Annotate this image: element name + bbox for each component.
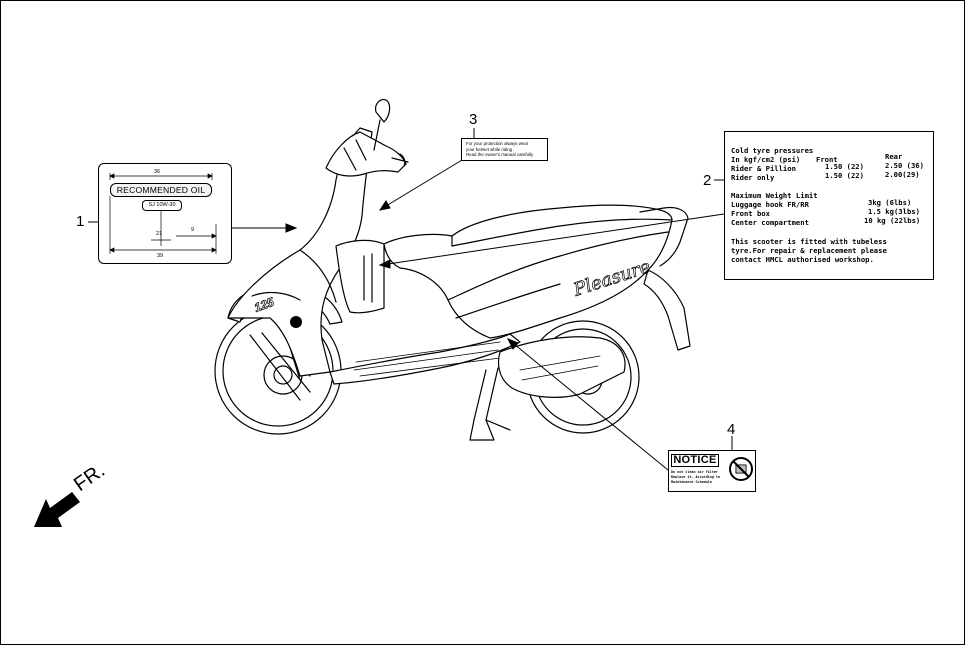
callout-4: 4: [727, 421, 736, 438]
weight-row-label: Front box: [731, 209, 770, 218]
helmet-label: For your protection always wear your hel…: [461, 138, 548, 161]
weight-title: Maximum Weight Limit: [731, 191, 818, 200]
oil-label-dimension-lines: [109, 173, 217, 254]
notice-line: Replace it, According to: [671, 475, 720, 479]
weight-row-value: 10 kg (22lbs): [864, 216, 921, 225]
weight-row-value: 3kg (6lbs): [868, 198, 912, 207]
tyre-pressure-label: Cold tyre pressures In kgf/cm2 (psi) Fro…: [724, 131, 934, 280]
reflector: [290, 316, 302, 328]
dim-offset-a: 21: [156, 231, 163, 237]
tyre-col-front: Front: [816, 155, 838, 164]
weight-row-value: 1.5 kg(3lbs): [868, 207, 920, 216]
engine-cover: [497, 336, 626, 398]
helmet-label-line: your helmet while riding: [466, 146, 513, 152]
tyre-col-rear: Rear: [885, 152, 903, 161]
dim-width-top: 36: [154, 169, 161, 175]
oil-grade: SJ 10W-30: [142, 200, 182, 211]
notice-heading: NOTICE: [671, 454, 719, 467]
handlebar-cover: [325, 131, 407, 177]
weight-row-label: Luggage hook FR/RR: [731, 200, 809, 209]
tyre-row-label: Rider only: [731, 173, 775, 182]
tyre-row-label: Rider & Pillion: [731, 164, 796, 173]
callout-1: 1: [76, 213, 85, 230]
no-cleaning-icon: [729, 457, 753, 481]
recommended-oil-banner: RECOMMENDED OIL: [110, 183, 212, 197]
mirror: [373, 99, 391, 151]
tyre-title: Cold tyre pressures: [731, 146, 814, 155]
notice-line: Do not clean air filter: [671, 470, 718, 474]
tubeless-note-line: tyre.For repair & replacement please: [731, 246, 887, 255]
tyre-row-rear: 2.00(29): [885, 170, 920, 179]
notice-text: Do not clean air filter Replace it, Acco…: [671, 470, 729, 485]
dim-width-bottom: 39: [157, 253, 164, 259]
front-direction-arrow: [34, 492, 80, 527]
center-stand: [469, 367, 499, 441]
tyre-row-front: 1.50 (22): [825, 162, 864, 171]
engine-badge: 125: [252, 295, 276, 315]
callout-2: 2: [703, 172, 712, 189]
helmet-label-line: For your protection always wear: [466, 141, 529, 146]
air-filter-notice-label: NOTICE Do not clean air filter Replace i…: [668, 450, 756, 492]
notice-line: Maintenance Schedule: [671, 480, 712, 484]
floorboard: [329, 333, 521, 385]
tyre-unit: In kgf/cm2 (psi): [731, 155, 801, 164]
helmet-label-line: Read the owner's manual carefully: [466, 152, 534, 158]
inner-panel: [335, 239, 385, 314]
tubeless-note-line: contact HMCL authorised workshop.: [731, 255, 874, 264]
tyre-row-rear: 2.50 (36): [885, 161, 924, 170]
callout-3: 3: [469, 111, 478, 128]
grab-rail: [639, 206, 689, 267]
weight-row-label: Center compartment: [731, 218, 809, 227]
dim-offset-b: 9: [191, 227, 195, 233]
tyre-row-front: 1.50 (22): [825, 171, 864, 180]
seat: [451, 204, 673, 247]
oil-label-callout-box: RECOMMENDED OIL SJ 10W-30 36 21 9 39: [98, 163, 232, 264]
tail-light: [643, 269, 691, 351]
tubeless-note-line: This scooter is fitted with tubeless: [731, 237, 887, 246]
